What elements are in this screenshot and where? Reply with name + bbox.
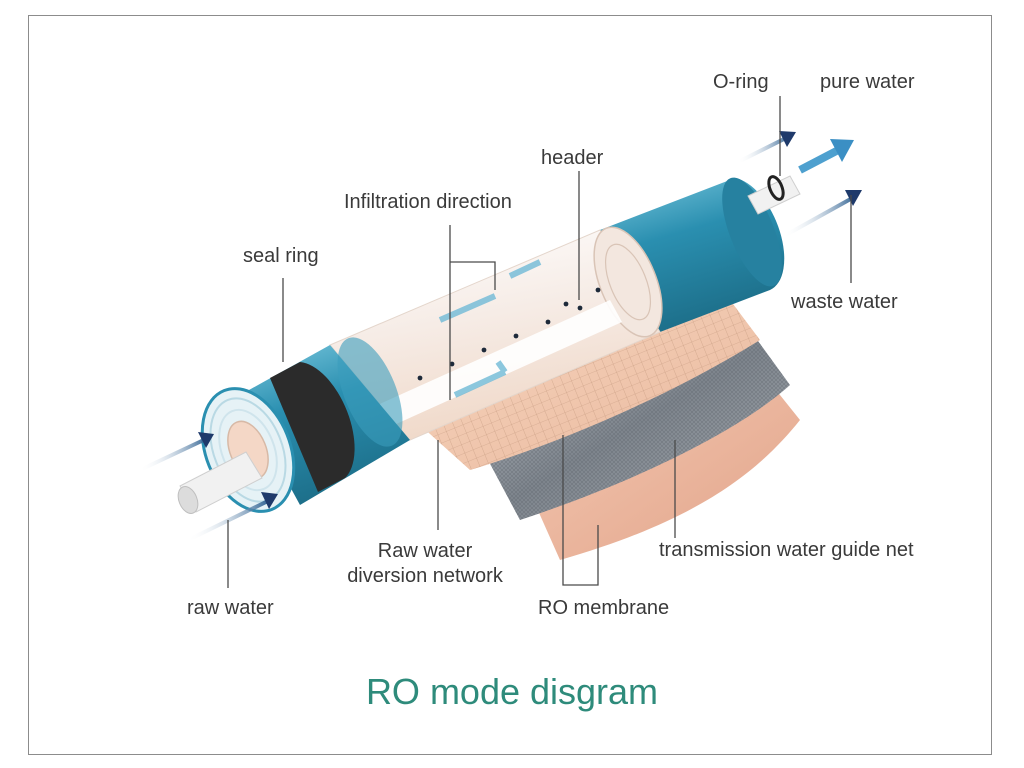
seal-ring-label: seal ring [243, 245, 319, 267]
outflow-arrows [737, 131, 854, 174]
raw-water-label: raw water [187, 597, 274, 619]
waste-water-label: waste water [791, 291, 898, 313]
diversion-network-sheet [420, 300, 760, 470]
transmission-net-label: transmission water guide net [659, 539, 914, 561]
raw-water-diversion-line2: diversion network [347, 565, 503, 587]
infiltration-direction-label: Infiltration direction [344, 191, 512, 213]
diagram-title: RO mode disgram [365, 671, 659, 712]
membrane-cylinder [177, 175, 801, 514]
waste-water-arrow [783, 190, 862, 238]
header-label: header [541, 147, 604, 169]
raw-water-diversion-line1: Raw water [377, 540, 473, 562]
leader-lines [227, 96, 852, 588]
transmission-net-sheet [480, 330, 790, 520]
raw-water-diversion-label: Raw water diversion network [340, 539, 510, 589]
ro-membrane-label: RO membrane [538, 597, 670, 619]
o-ring-label: O-ring [713, 71, 769, 93]
pure-water-label: pure water [820, 71, 915, 93]
raw-water-arrow [139, 432, 278, 542]
